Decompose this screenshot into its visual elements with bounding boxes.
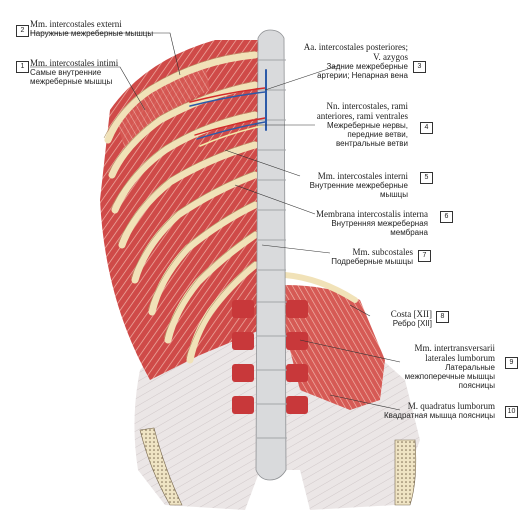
label-intercostales-externi: Mm. intercostales externi Наружные межре… (30, 19, 154, 38)
label-number-10: 10 (505, 406, 518, 418)
label-number-8: 8 (436, 311, 449, 323)
label-number-9: 9 (505, 357, 518, 369)
label-number-7: 7 (418, 250, 431, 262)
intercostal-vessels (189, 69, 267, 147)
leader-lines (30, 32, 401, 411)
label-arteries-azygos: Aa. intercostales posteriores; V. azygos… (303, 42, 408, 80)
label-intercostales-intimi: Mm. intercostales intimi Самые внутренни… (30, 58, 119, 86)
rib-outlines (103, 50, 256, 359)
label-number-1: 1 (16, 61, 29, 73)
label-intertransversarii: Mm. intertransversarii laterales lumboru… (404, 343, 495, 390)
label-subcostales: Mm. subcostales Подреберные мышцы (331, 247, 413, 266)
intertransversarii (232, 300, 308, 414)
iliac-crest (139, 427, 417, 506)
label-number-3: 3 (413, 61, 426, 73)
label-costa-xii: Costa [XII] Ребро [XII] (390, 309, 432, 328)
label-number-4: 4 (420, 122, 433, 134)
label-quadratus-lumborum: M. quadratus lumborum Квадратная мышца п… (384, 401, 495, 420)
label-intercostales-interni: Mm. intercostales interni Внутренние меж… (309, 171, 408, 199)
label-number-6: 6 (440, 211, 453, 223)
label-membrana-intercostalis: Membrana intercostalis interna Внутрення… (316, 209, 428, 237)
vertebral-column (255, 29, 287, 481)
label-number-5: 5 (420, 172, 433, 184)
ribs (104, 51, 259, 364)
label-number-2: 2 (16, 25, 29, 37)
label-intercostal-nerves: Nn. intercostales, rami anteriores, rami… (316, 101, 408, 148)
